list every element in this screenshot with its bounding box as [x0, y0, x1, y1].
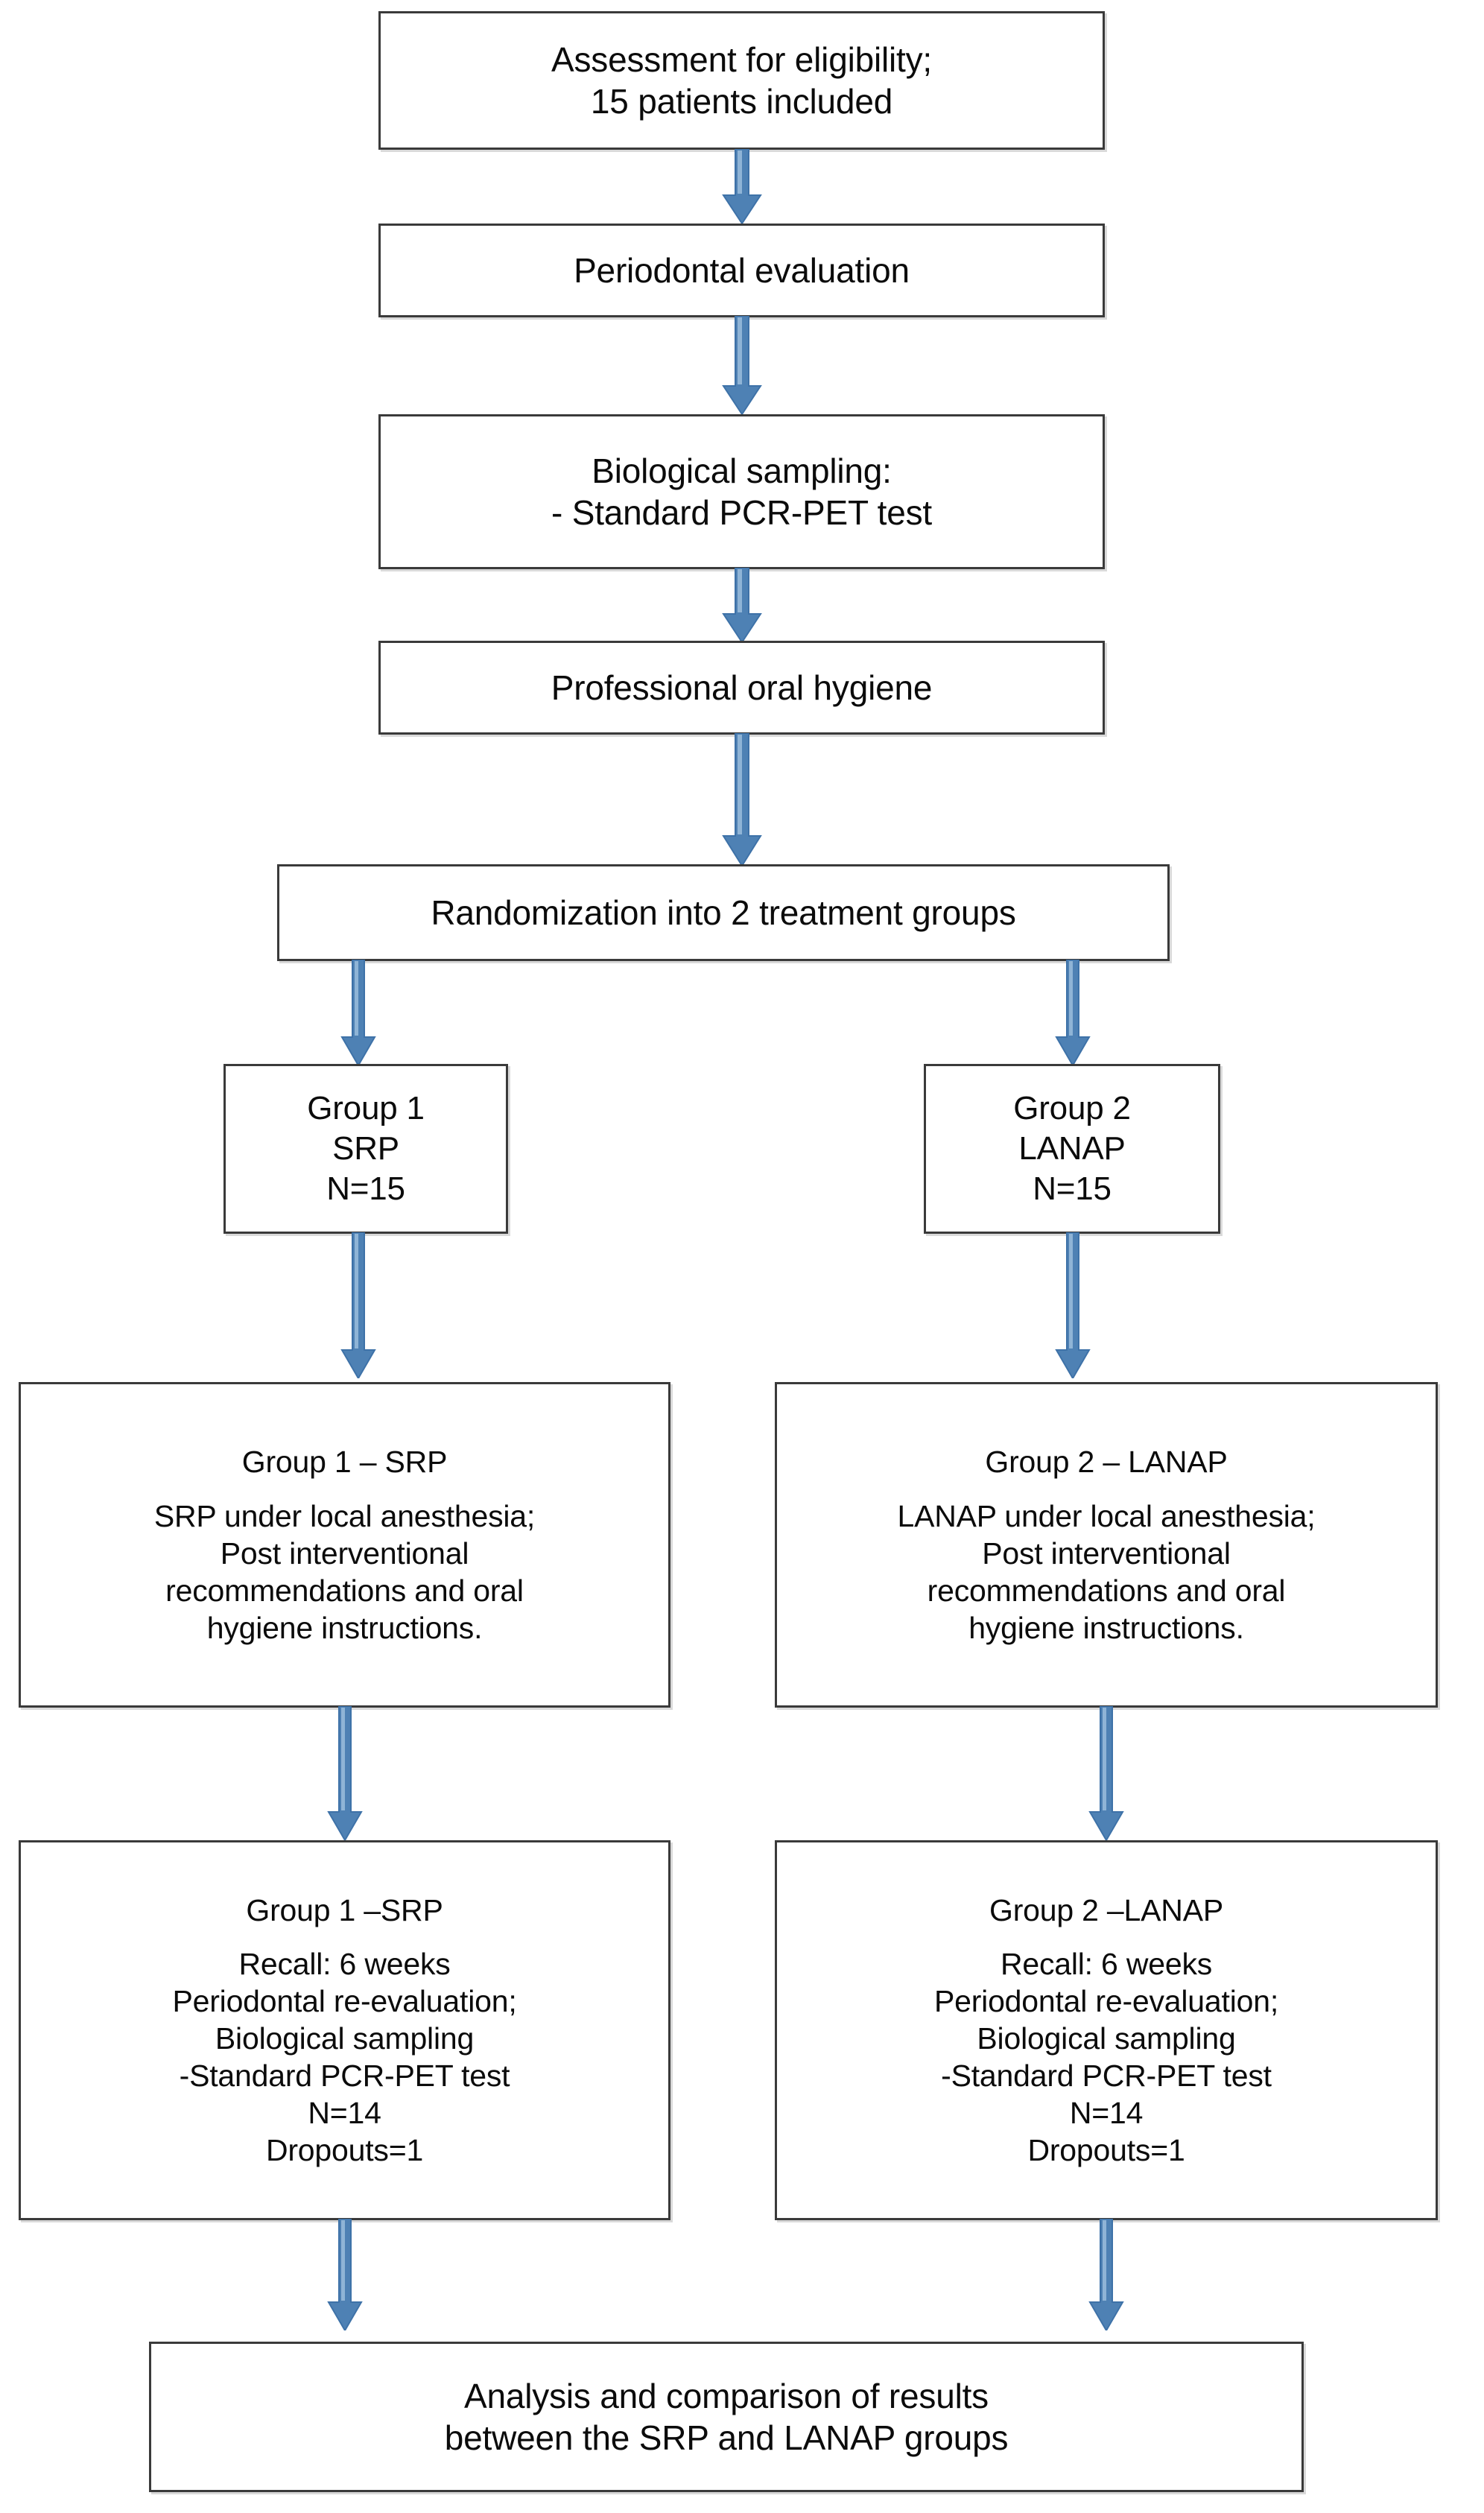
- arrow-randomization-to-group-1: [336, 960, 381, 1065]
- arrow-group-1-allocation-to-intervention: [336, 1232, 381, 1378]
- group-2-intervention-line-1: LANAP under local anesthesia;: [897, 1498, 1316, 1533]
- group-2-allocation-line-1: Group 2: [1013, 1090, 1131, 1127]
- group-2-followup-line-5: N=14: [1069, 2096, 1144, 2131]
- periodontal-evaluation-line-1: Periodontal evaluation: [574, 250, 910, 290]
- professional-oral-hygiene-line-1: Professional oral hygiene: [551, 668, 933, 707]
- group-1-allocation-line-1: Group 1: [307, 1090, 425, 1127]
- analysis-line-1: Analysis and comparison of results: [464, 2376, 989, 2415]
- group-2-followup-line-4: -Standard PCR-PET test: [941, 2059, 1272, 2094]
- group-1-followup-line-1: Recall: 6 weeks: [238, 1947, 451, 1982]
- group-2-allocation-line-2: LANAP: [1018, 1130, 1126, 1167]
- group-2-followup-line-3: Biological sampling: [977, 2021, 1236, 2056]
- group-2-followup-line-1: Recall: 6 weeks: [1000, 1947, 1213, 1982]
- group-1-followup-header: Group 1 –SRP: [246, 1892, 443, 1927]
- arrow-biological-sampling-to-professional-oral-hygiene: [714, 568, 770, 642]
- group-1-followup-line-3: Biological sampling: [215, 2021, 475, 2056]
- group-1-intervention-line-4: hygiene instructions.: [206, 1610, 483, 1645]
- arrow-group-2-intervention-to-followup: [1084, 1706, 1129, 1840]
- arrow-group-1-followup-to-analysis: [323, 2219, 367, 2330]
- group-2-lanap-intervention-box: Group 2 – LANAP LANAP under local anesth…: [775, 1382, 1438, 1708]
- group-1-followup-line-6: Dropouts=1: [265, 2133, 424, 2168]
- group-2-intervention-line-3: recommendations and oral: [927, 1573, 1286, 1608]
- arrow-group-2-allocation-to-intervention: [1050, 1232, 1095, 1378]
- arrow-assessment-to-periodontal-evaluation: [714, 149, 770, 224]
- arrow-periodontal-evaluation-to-biological-sampling: [714, 316, 770, 414]
- randomization-line-1: Randomization into 2 treatment groups: [431, 893, 1016, 932]
- group-1-intervention-line-2: Post interventional: [220, 1536, 469, 1571]
- periodontal-evaluation-box: Periodontal evaluation: [378, 224, 1105, 317]
- assessment-line-2: 15 patients included: [590, 82, 893, 121]
- group-2-allocation-line-3: N=15: [1033, 1170, 1112, 1207]
- group-1-allocation-line-3: N=15: [326, 1170, 405, 1207]
- arrow-randomization-to-group-2: [1050, 960, 1095, 1065]
- biological-sampling-line-1: Biological sampling:: [592, 451, 892, 490]
- arrow-group-2-followup-to-analysis: [1084, 2219, 1129, 2330]
- group-1-srp-allocation-box: Group 1 SRP N=15: [223, 1064, 508, 1234]
- randomization-box: Randomization into 2 treatment groups: [277, 864, 1170, 961]
- arrow-professional-oral-hygiene-to-randomization: [714, 733, 770, 866]
- group-1-srp-intervention-box: Group 1 – SRP SRP under local anesthesia…: [19, 1382, 670, 1708]
- group-1-followup-line-4: -Standard PCR-PET test: [179, 2059, 510, 2094]
- biological-sampling-box: Biological sampling: - Standard PCR-PET …: [378, 414, 1105, 569]
- professional-oral-hygiene-box: Professional oral hygiene: [378, 641, 1105, 735]
- arrow-group-1-intervention-to-followup: [323, 1706, 367, 1840]
- group-1-allocation-line-2: SRP: [332, 1130, 399, 1167]
- group-1-intervention-line-1: SRP under local anesthesia;: [153, 1498, 536, 1533]
- group-2-intervention-line-2: Post interventional: [982, 1536, 1231, 1571]
- group-2-intervention-line-4: hygiene instructions.: [968, 1610, 1244, 1645]
- group-2-intervention-header: Group 2 – LANAP: [985, 1445, 1228, 1480]
- group-1-followup-line-2: Periodontal re-evaluation;: [172, 1984, 517, 2019]
- group-2-followup-line-2: Periodontal re-evaluation;: [933, 1984, 1279, 2019]
- group-1-intervention-header: Group 1 – SRP: [241, 1445, 448, 1480]
- group-1-srp-followup-box: Group 1 –SRP Recall: 6 weeks Periodontal…: [19, 1840, 670, 2220]
- group-1-intervention-line-3: recommendations and oral: [165, 1573, 524, 1608]
- group-2-followup-line-6: Dropouts=1: [1027, 2133, 1185, 2168]
- assessment-line-1: Assessment for eligibility;: [551, 39, 932, 79]
- assessment-for-eligibility-box: Assessment for eligibility; 15 patients …: [378, 11, 1105, 150]
- group-2-lanap-allocation-box: Group 2 LANAP N=15: [924, 1064, 1220, 1234]
- biological-sampling-line-2: - Standard PCR-PET test: [551, 493, 932, 532]
- group-1-followup-line-5: N=14: [308, 2096, 381, 2131]
- analysis-line-2: between the SRP and LANAP groups: [444, 2418, 1009, 2457]
- analysis-and-comparison-box: Analysis and comparison of results betwe…: [149, 2342, 1304, 2492]
- group-2-followup-header: Group 2 –LANAP: [989, 1892, 1223, 1927]
- group-2-lanap-followup-box: Group 2 –LANAP Recall: 6 weeks Periodont…: [775, 1840, 1438, 2220]
